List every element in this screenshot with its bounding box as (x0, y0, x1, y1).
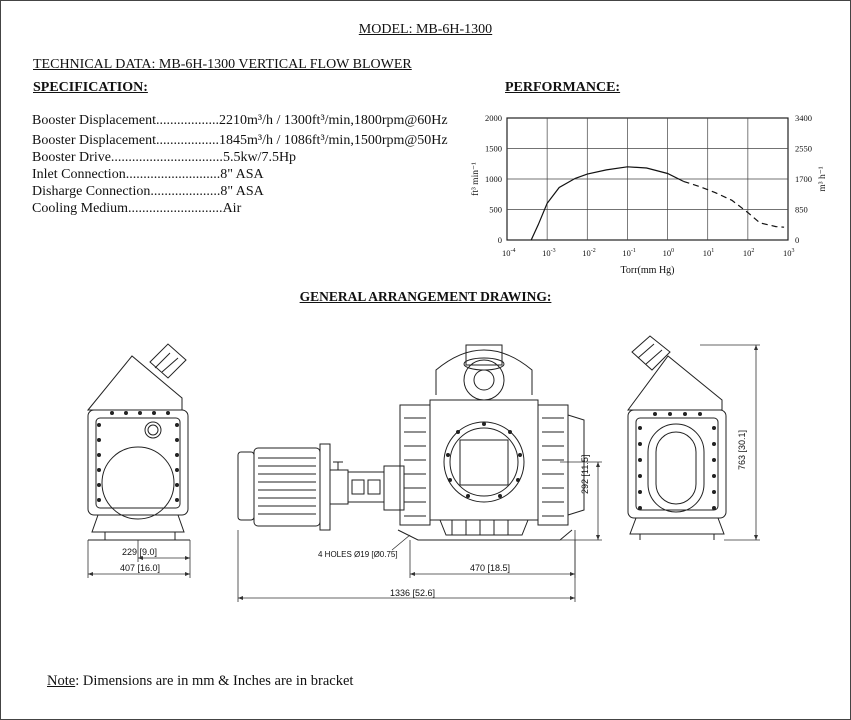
note-label: Note (47, 673, 76, 689)
x-axis-label: Torr(mm Hg) (620, 265, 674, 276)
model-title: MODEL: MB-6H-1300 (358, 22, 493, 37)
dim-763-label: 763 [30.1] (737, 429, 747, 470)
note-body: : Dimensions are in mm & Inches are in b… (75, 673, 354, 689)
spec-label: Inlet Connection........................… (32, 167, 221, 182)
dim-holes-label: 4 HOLES Ø19 [Ø0.75] (318, 550, 398, 559)
y-tick-label: 500 (489, 205, 502, 215)
y-axis-label-right: m³ h⁻¹ (818, 166, 828, 191)
x-tick-label: 102 (743, 248, 755, 258)
x-tick-label: 103 (783, 248, 795, 258)
spec-value: 1845m³/h / 1086ft³/min,1500rpm@50Hz (219, 133, 448, 148)
dim-292-label: 292 [11.5] (580, 454, 590, 494)
spec-row: Cooling Medium..........................… (32, 201, 241, 217)
performance-curve-dashed (683, 180, 785, 228)
x-tick-label: 10-1 (622, 248, 636, 258)
x-tick-label: 10-3 (542, 248, 556, 258)
x-tick-label: 100 (663, 248, 675, 258)
y-right-tick-label: 1700 (795, 174, 812, 184)
y-tick-label: 1500 (485, 144, 502, 154)
spec-label: Booster Displacement.................. (32, 133, 220, 148)
spec-label: Booster Displacement.................. (32, 113, 220, 128)
spec-row: Booster Drive...........................… (32, 150, 296, 166)
dim-229-label: 229 [9.0] (122, 547, 158, 557)
spec-value: 2210m³/h / 1300ft³/min,1800rpm@60Hz (219, 113, 448, 128)
spec-value: 5.5kw/7.5Hp (222, 150, 297, 165)
y-axis-label: ft³ min⁻¹ (470, 162, 481, 196)
y-right-tick-label: 0 (795, 235, 799, 245)
specification-heading: SPECIFICATION: (33, 80, 148, 95)
y-right-tick-label: 2550 (795, 144, 812, 154)
note-text: Note: Dimensions are in mm & Inches are … (47, 673, 353, 690)
spec-row: Disharge Connection....................8… (32, 184, 264, 200)
y-right-tick-label: 850 (795, 205, 808, 215)
x-tick-label: 101 (703, 248, 715, 258)
spec-label: Disharge Connection.................... (32, 184, 221, 199)
spec-label: Cooling Medium..........................… (32, 201, 223, 216)
spec-value: Air (222, 201, 242, 216)
x-tick-label: 10-2 (582, 248, 596, 258)
technical-data-title: TECHNICAL DATA: MB-6H-1300 VERTICAL FLOW… (33, 57, 412, 72)
x-tick-label: 10-4 (502, 248, 516, 258)
spec-label: Booster Drive...........................… (32, 150, 223, 165)
spec-value: 8" ASA (220, 184, 264, 199)
spec-row: Booster Displacement..................22… (32, 113, 448, 129)
ga-heading: GENERAL ARRANGEMENT DRAWING: (299, 289, 552, 304)
spec-row: Inlet Connection........................… (32, 167, 264, 183)
spec-row: Booster Displacement..................18… (32, 133, 448, 149)
y-tick-label: 1000 (485, 174, 502, 184)
dim-470-label: 470 [18.5] (470, 563, 511, 573)
y-tick-label: 0 (498, 235, 502, 245)
performance-heading: PERFORMANCE: (505, 80, 621, 95)
y-right-tick-label: 3400 (795, 113, 812, 123)
y-tick-label: 2000 (485, 113, 502, 123)
dim-1336-label: 1336 [52.6] (390, 588, 436, 598)
dim-407-label: 407 [16.0] (120, 563, 161, 573)
spec-value: 8" ASA (220, 167, 264, 182)
performance-curve-solid (530, 166, 684, 241)
